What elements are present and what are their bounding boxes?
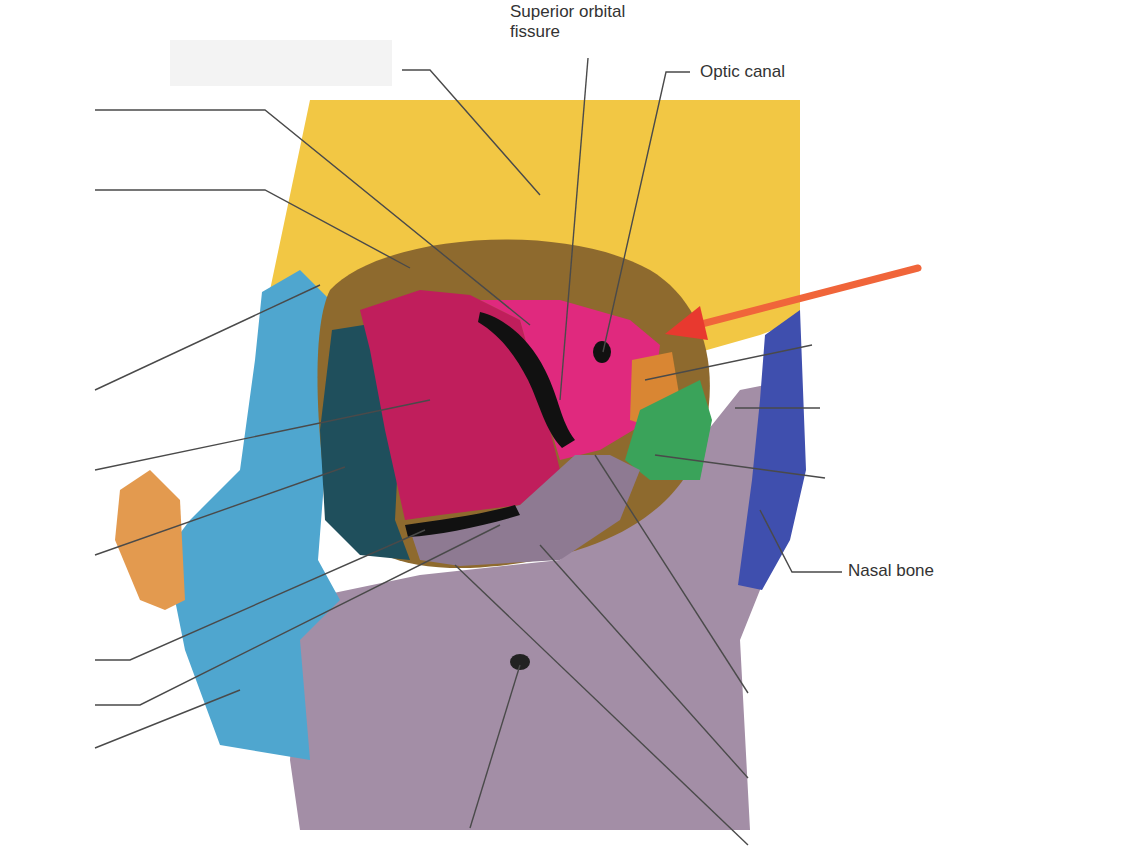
part-label: Superior orbital fissure	[510, 2, 650, 42]
part-label: Nasal bone	[848, 561, 988, 581]
part-label: Optic canal	[700, 62, 820, 82]
